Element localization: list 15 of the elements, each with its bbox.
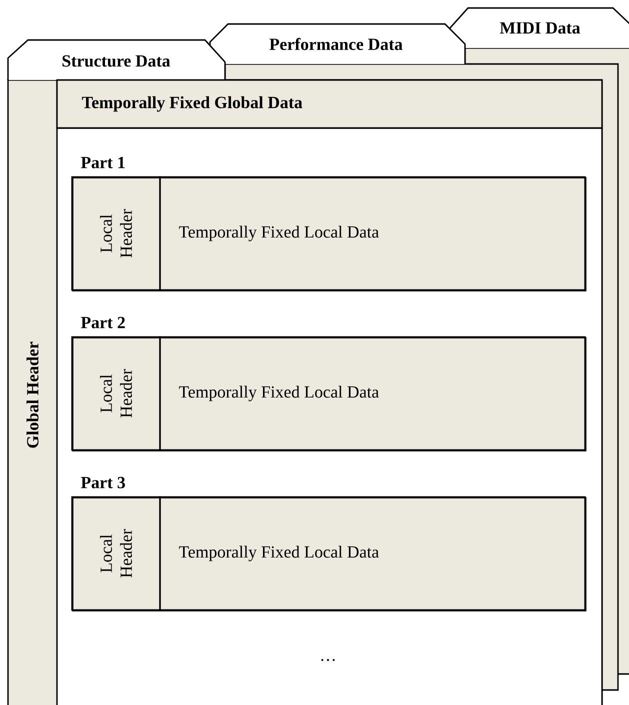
node-label: Performance Data (270, 38, 403, 50)
data-cell: Temporally Fixed Local Data (159, 336, 586, 451)
local-header-cell: Local Header (71, 176, 161, 291)
local-header-cell: Local Header (71, 496, 161, 611)
node-label: Part 1 (80, 156, 125, 168)
node-label: Global Header (26, 342, 38, 448)
node-label: Part 2 (80, 316, 125, 328)
node-label: MIDI Data (500, 22, 580, 34)
data-cell: Temporally Fixed Local Data (159, 176, 586, 291)
node-label: Part 3 (80, 476, 125, 488)
header-band: Temporally Fixed Global Data (56, 79, 603, 129)
local-header-cell: Local Header (71, 336, 161, 451)
node-label: Structure Data (62, 55, 170, 67)
data-cell: Temporally Fixed Local Data (159, 496, 586, 611)
ellipsis: … (321, 658, 335, 661)
